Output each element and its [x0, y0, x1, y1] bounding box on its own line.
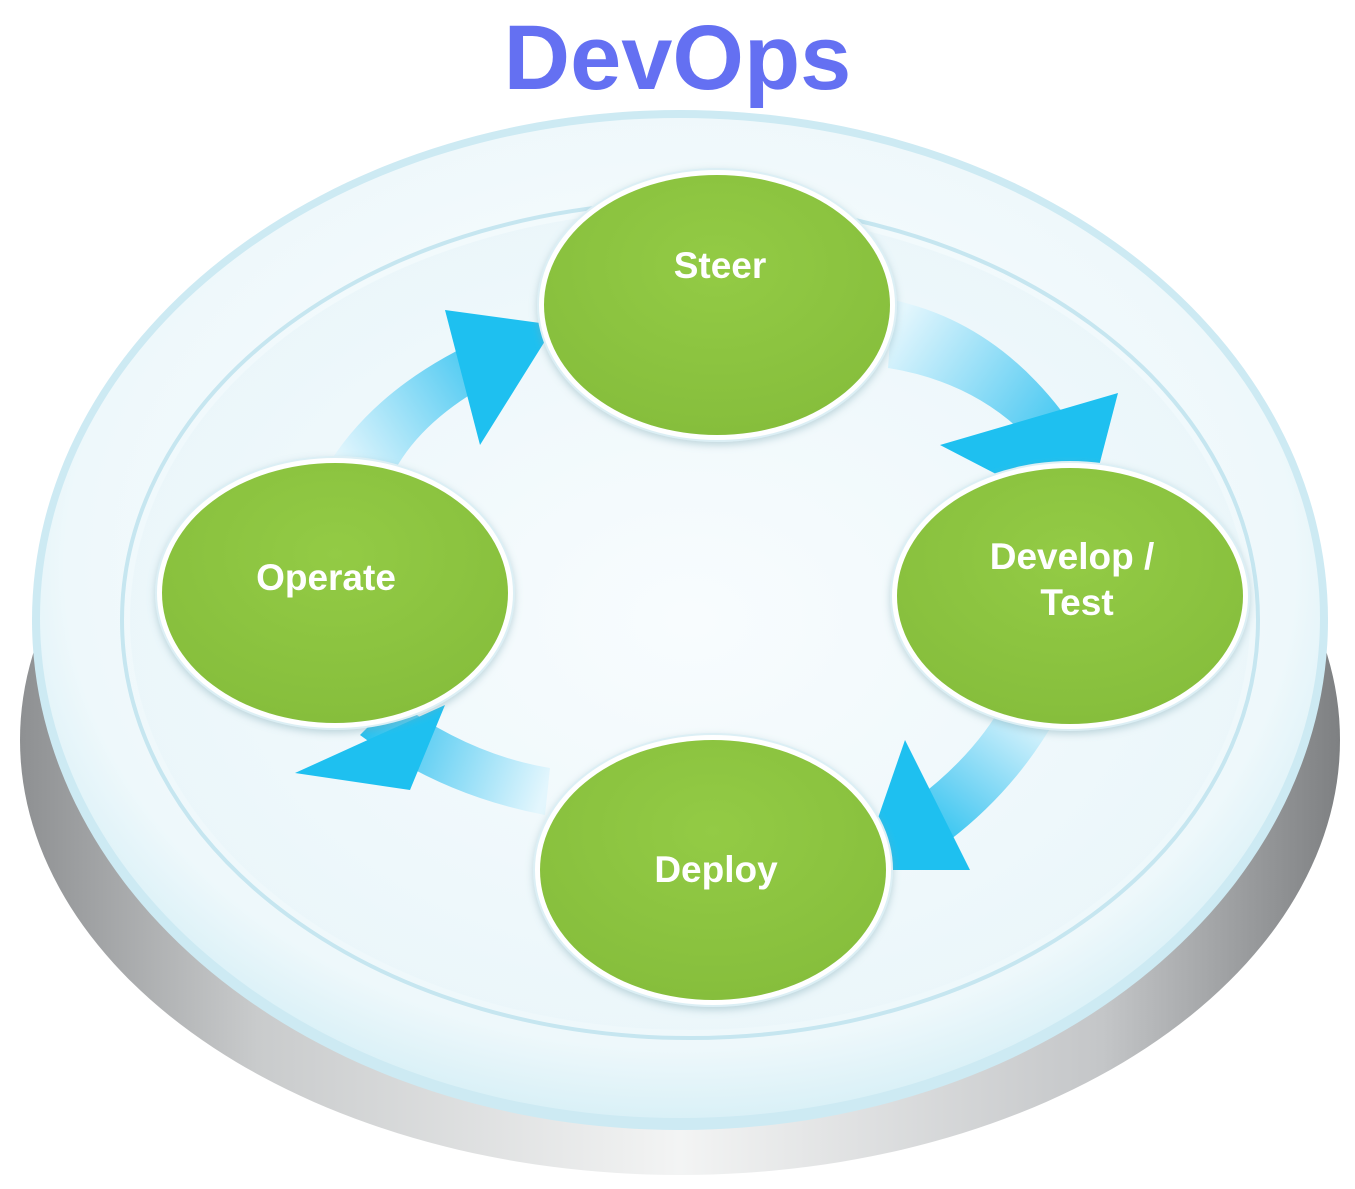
node-label: Test	[1040, 582, 1113, 623]
node-circle	[540, 740, 886, 1000]
node-deploy: Deploy	[533, 733, 893, 1007]
node-develop-test: Develop / Test	[890, 461, 1250, 731]
node-label: Develop /	[990, 536, 1155, 577]
node-circle	[897, 468, 1243, 724]
curved-arrow-icon	[325, 310, 555, 470]
node-label: Steer	[674, 245, 767, 286]
node-label: Deploy	[654, 849, 778, 890]
node-label: Operate	[256, 557, 396, 598]
arrow-body	[915, 700, 1055, 840]
arrow-head	[295, 705, 445, 790]
node-circle	[162, 463, 508, 723]
diagram-title: DevOps	[503, 7, 852, 109]
node-steer: Steer	[537, 168, 897, 442]
node-operate: Operate	[155, 456, 515, 730]
arrow-head	[445, 310, 555, 445]
arrow-body	[325, 335, 505, 470]
node-circle	[544, 175, 890, 435]
curved-arrow-icon	[295, 700, 550, 815]
